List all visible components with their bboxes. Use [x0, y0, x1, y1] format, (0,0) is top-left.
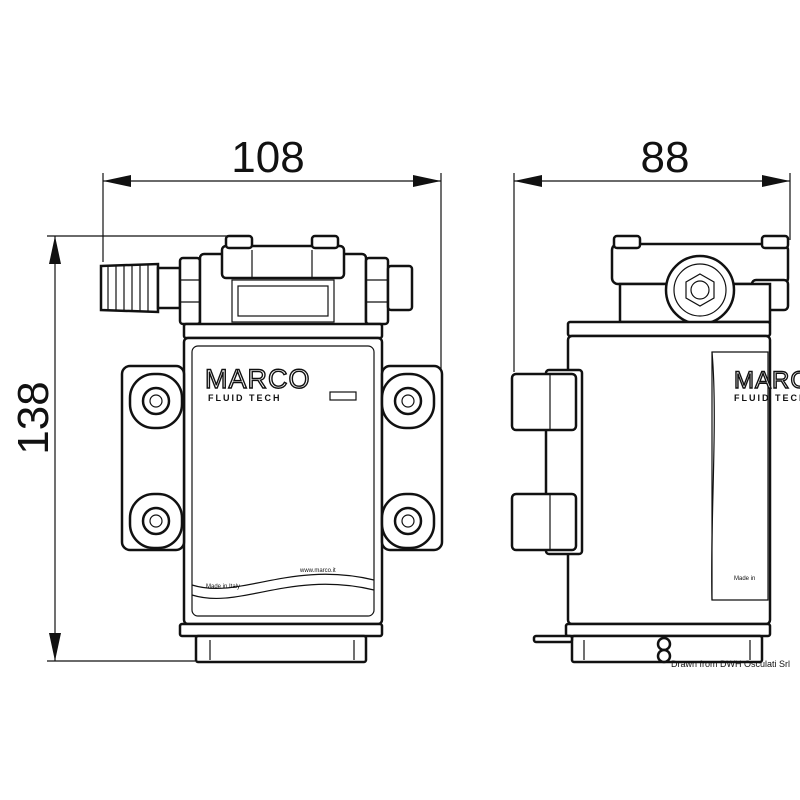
dimension-138: 138: [9, 235, 228, 662]
left-bracket: [120, 364, 186, 552]
dimension-label-88: 88: [641, 133, 690, 182]
side-base-plate: [564, 622, 772, 638]
dimension-label-138: 138: [9, 381, 58, 454]
side-view: MARCO FLUID TECH Made in: [510, 234, 800, 664]
side-pump-head: [610, 234, 790, 326]
side-brand-subtitle: FLUID TECH: [734, 393, 800, 403]
front-view: MARCO FLUID TECH Made in Italy www.marco…: [99, 234, 444, 664]
web-label: www.marco.it: [299, 568, 336, 574]
side-made-in-label: Made in: [734, 576, 755, 582]
base-plate: [178, 622, 384, 638]
hose-barb-inlet: [99, 262, 182, 314]
dimension-88: 88: [513, 133, 791, 372]
brand-logo: MARCO: [205, 364, 311, 394]
credit-text: Drawn from DWH Osculati Srl: [671, 659, 790, 669]
outlet-nut: [364, 256, 390, 326]
side-brand-logo: MARCO: [734, 367, 800, 394]
brand-subtitle: FLUID TECH: [208, 393, 282, 403]
inlet-nut: [178, 256, 202, 326]
dimension-label-108: 108: [231, 133, 304, 182]
dimension-108: 108: [102, 133, 442, 390]
port-fitting: [664, 254, 736, 326]
side-bracket: [510, 368, 584, 556]
right-bracket: [380, 364, 444, 552]
outlet-fitting: [386, 264, 414, 312]
made-in-label: Made in Italy: [206, 584, 240, 590]
pump-head: [198, 234, 368, 330]
